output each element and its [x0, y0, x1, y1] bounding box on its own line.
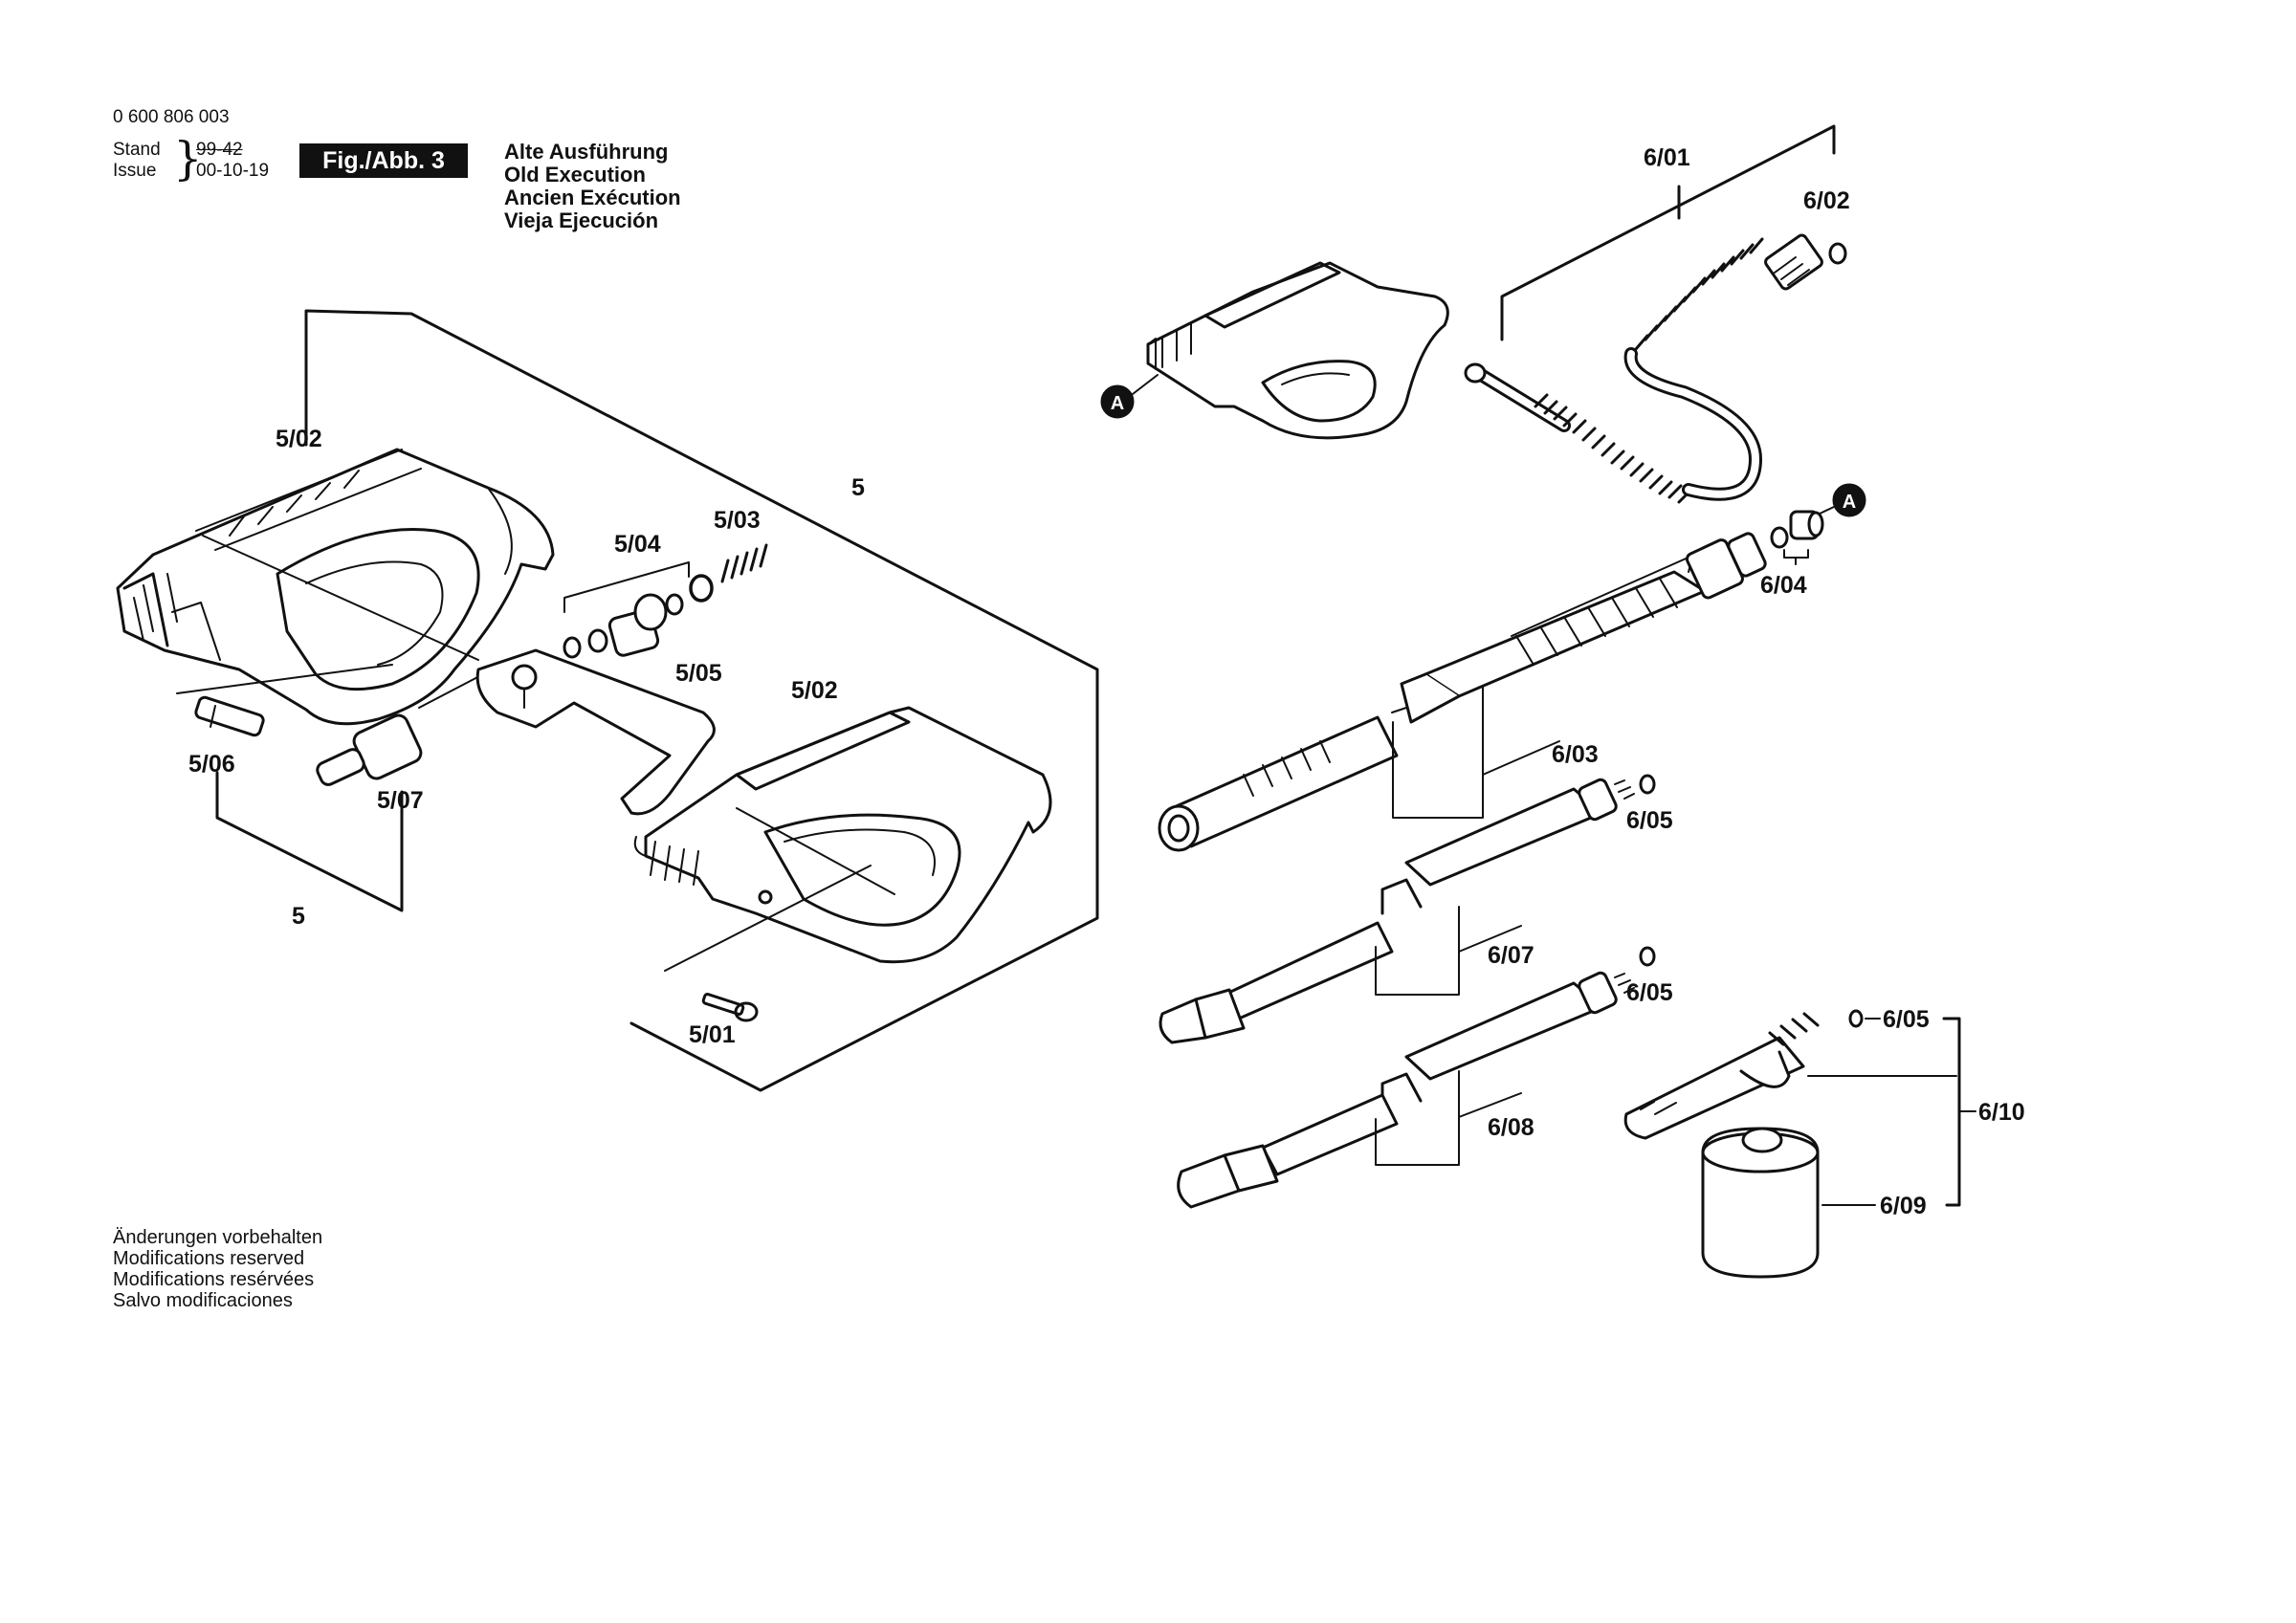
execution-es: Vieja Ejecución	[504, 208, 659, 232]
leader-lines-left	[176, 535, 479, 694]
lance-6-03	[1158, 532, 1767, 852]
marker-a-upper-text: A	[1111, 393, 1124, 414]
execution-block: Alte Ausführung Old Execution Ancien Exé…	[504, 141, 681, 232]
execution-fr: Ancien Exécution	[504, 186, 681, 209]
hose-6-02	[1464, 233, 1847, 504]
label-5-04: 5/04	[614, 531, 661, 558]
label-group5-top: 5	[851, 474, 865, 501]
label-6-05-c: 6/05	[1883, 1006, 1930, 1033]
label-5-02-left: 5/02	[276, 426, 322, 452]
group6-01-bracket	[1500, 124, 1836, 341]
bottle-6-09	[1701, 1127, 1957, 1279]
stand-value: 99-42	[196, 140, 243, 160]
label-6-10: 6/10	[1978, 1099, 2025, 1126]
execution-de: Alte Ausführung	[504, 140, 669, 164]
figure-badge: Fig./Abb. 3	[299, 143, 468, 178]
label-group5-bottom: 5	[292, 903, 305, 930]
gun-handle-6-01	[1146, 261, 1449, 440]
issue-value: 00-10-19	[196, 161, 270, 181]
label-6-05-b: 6/05	[1626, 979, 1673, 1006]
marker-a-upper	[1100, 374, 1159, 419]
label-6-02: 6/02	[1803, 187, 1850, 214]
brace-symbol: }	[173, 132, 203, 186]
label-5-06: 5/06	[188, 751, 235, 778]
stand-label: Stand	[113, 140, 161, 160]
part-5-03-spring	[689, 543, 768, 603]
lance-6-07	[1159, 774, 1656, 1044]
label-5-05: 5/05	[675, 660, 722, 687]
marker-a-lower	[1817, 483, 1866, 517]
label-6-07: 6/07	[1488, 942, 1534, 969]
marker-a-lower-text: A	[1843, 492, 1856, 513]
label-6-05-a: 6/05	[1626, 807, 1673, 834]
handle-half-right	[633, 706, 1052, 972]
modifications-de: Änderungen vorbehalten	[113, 1227, 323, 1248]
modifications-fr: Modifications resérvées	[113, 1269, 315, 1290]
execution-en: Old Execution	[504, 163, 646, 186]
part-5-07	[316, 673, 484, 786]
label-5-07: 5/07	[377, 787, 424, 814]
label-5-01: 5/01	[689, 1021, 736, 1048]
lance-6-08	[1177, 946, 1656, 1209]
modifications-es: Salvo modificaciones	[113, 1290, 293, 1311]
label-5-02-right: 5/02	[791, 677, 838, 704]
label-6-08: 6/08	[1488, 1114, 1534, 1141]
bracket-6-10	[1942, 1017, 1976, 1207]
part-5-01-screw	[701, 993, 759, 1022]
part-5-06	[194, 695, 265, 737]
label-6-09: 6/09	[1880, 1193, 1927, 1219]
foam-lance-6-10	[1623, 1009, 1957, 1140]
part-5-05-trigger	[475, 648, 716, 816]
label-6-03: 6/03	[1552, 741, 1599, 768]
group5-bottom-bracket	[215, 771, 404, 912]
modifications-en: Modifications reserved	[113, 1248, 305, 1269]
label-6-04: 6/04	[1760, 572, 1807, 599]
label-6-01: 6/01	[1644, 144, 1690, 171]
part-5-04-valve	[563, 561, 690, 659]
group5-frame	[304, 309, 1099, 1092]
modifications-note: Änderungen vorbehalten Modifications res…	[113, 1227, 322, 1311]
drawing-number: 0 600 806 003	[113, 107, 230, 127]
label-5-03: 5/03	[714, 507, 761, 534]
issue-label: Issue	[113, 161, 157, 181]
part-6-04-fittings	[1770, 510, 1824, 565]
handle-half-left	[116, 448, 555, 726]
